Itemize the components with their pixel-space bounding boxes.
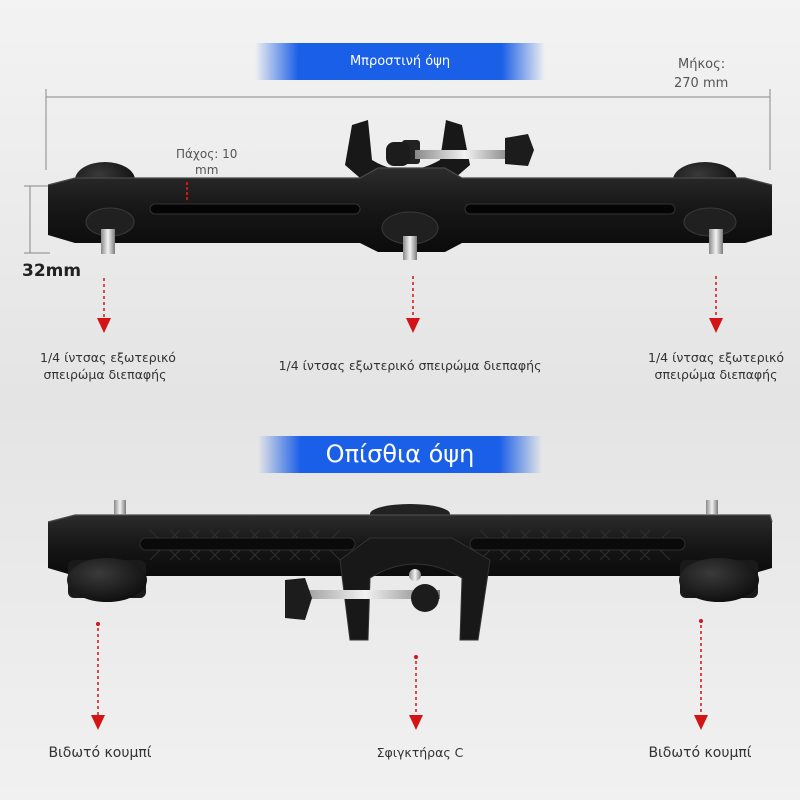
back-right-caption: Βιδωτό κουμπί	[648, 745, 752, 761]
front-c-clamp	[345, 120, 534, 178]
thickness-unit: mm	[195, 163, 219, 177]
front-right-slot	[464, 203, 676, 215]
front-right-caption-line1: 1/4 ίντσας εξωτερικό	[648, 350, 784, 365]
front-center-caption: 1/4 ίντσας εξωτερικό σπειρώμα διεπαφής	[278, 358, 542, 373]
back-right-knob	[679, 558, 759, 602]
back-arrow-right	[694, 619, 708, 730]
back-c-clamp	[285, 537, 491, 641]
front-left-caption-line1: 1/4 ίντσας εξωτερικό	[40, 350, 176, 365]
front-right-screw-mount	[683, 207, 737, 254]
height-dimension-line	[24, 185, 50, 254]
back-arrow-center	[409, 655, 423, 730]
front-arrow-left	[97, 278, 111, 333]
front-left-screw-mount	[85, 207, 135, 254]
front-arrow-center	[406, 276, 420, 333]
back-left-caption: Βιδωτό κουμπί	[48, 745, 152, 761]
back-center-caption: Σφιγκτήρας C	[376, 745, 464, 760]
thickness-label: Πάχος: 10	[176, 147, 238, 161]
front-center-screw-mount	[381, 211, 439, 260]
length-dimension-line	[45, 89, 771, 170]
front-left-caption-line2: σπειρώμα διεπαφής	[43, 367, 167, 382]
front-view-banner: Μπροστινή όψη	[255, 43, 545, 80]
front-bracket-bar	[48, 168, 772, 252]
back-view-banner: Οπίσθια όψη	[258, 436, 542, 473]
front-right-caption-line2: σπειρώμα διεπαφής	[654, 367, 778, 382]
back-left-knob	[67, 558, 147, 602]
back-arrow-left	[91, 622, 105, 730]
length-label: Μήκος:	[678, 57, 726, 72]
front-arrow-right	[709, 276, 723, 333]
front-left-slot	[149, 203, 361, 215]
height-label: 32mm	[22, 261, 82, 281]
length-value: 270 mm	[674, 76, 729, 91]
